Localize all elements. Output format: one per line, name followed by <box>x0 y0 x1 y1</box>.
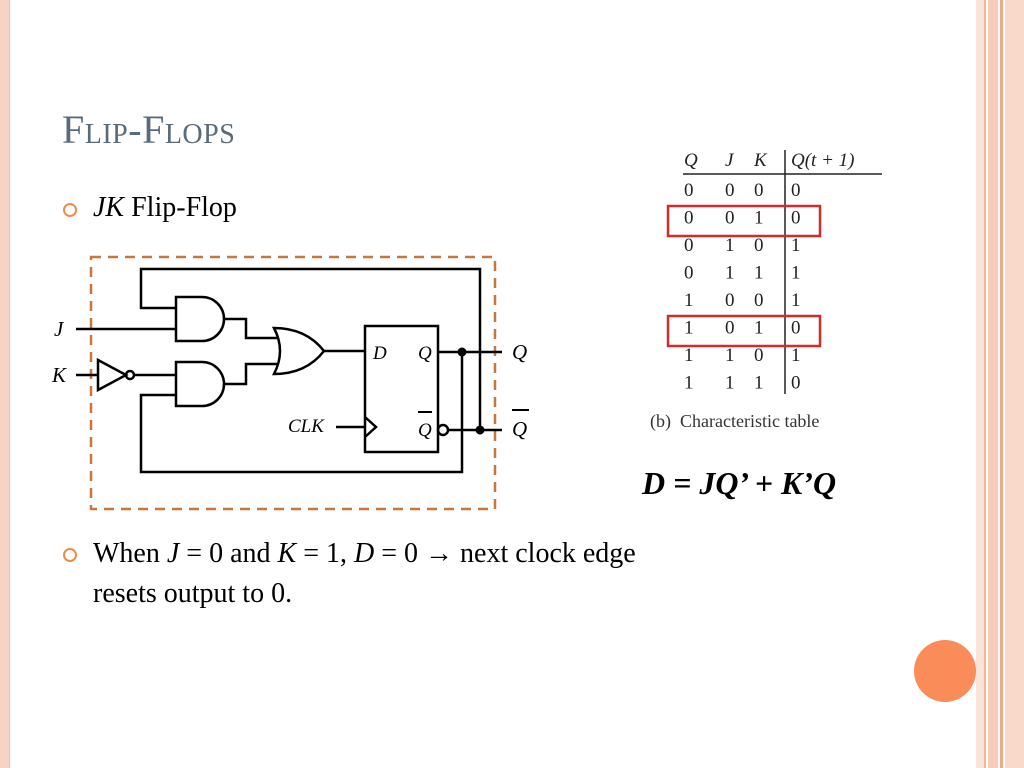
table-cell: 0 <box>791 373 801 394</box>
table-cell: 1 <box>754 263 764 284</box>
table-cell: 1 <box>684 318 694 339</box>
junction-qbar <box>475 425 485 435</box>
bullet2-var-j: J <box>166 538 180 569</box>
inverter-bubble <box>124 369 136 381</box>
bullet2-var-k: K <box>277 538 297 569</box>
left-border-decoration <box>0 0 10 768</box>
d-equation: D = JQ’ + K’Q <box>642 465 837 501</box>
bullet-jk-italic: JK <box>93 192 125 223</box>
decorative-circle <box>914 640 976 702</box>
bullet2-line1: When J = 0 and K = 1, D = 0 → next clock… <box>93 534 893 574</box>
table-cell: 1 <box>684 290 694 311</box>
dashed-boundary <box>89 255 497 511</box>
table-cell: 0 <box>725 180 735 201</box>
bullet-jk-flipflop: JK Flip-Flop <box>93 188 237 228</box>
table-cell: 0 <box>725 208 735 229</box>
header-q: Q <box>684 150 698 171</box>
table-cell: 1 <box>791 345 801 366</box>
label-qbar-inner: Q <box>418 420 432 441</box>
wire-feedback-bottom <box>139 352 464 474</box>
bullet2-text-next: = 0 → next clock edge <box>374 538 636 569</box>
table-cell: 0 <box>754 345 764 366</box>
bullet2-var-d: D <box>354 538 375 569</box>
d-flipflop-box <box>363 324 440 454</box>
table-cell: 1 <box>684 373 694 394</box>
table-cell: 0 <box>725 318 735 339</box>
and-gate-top <box>174 295 226 343</box>
right-border-decoration <box>976 0 1024 768</box>
or-gate <box>271 326 326 376</box>
label-clk: CLK <box>288 416 325 437</box>
header-qnext: Q(t + 1) <box>791 150 854 171</box>
table-cell: 1 <box>725 235 735 256</box>
table-cell: 1 <box>791 235 801 256</box>
table-cell: 1 <box>754 373 764 394</box>
highlight-row-2 <box>666 204 822 238</box>
table-cell: 1 <box>754 318 764 339</box>
highlight-row-6 <box>666 314 822 348</box>
table-cell: 0 <box>684 180 694 201</box>
bullet-marker <box>63 203 77 217</box>
inverter-triangle <box>96 357 129 393</box>
wire-feedback-top <box>139 267 482 430</box>
table-cell: 0 <box>725 290 735 311</box>
header-k: K <box>753 150 768 171</box>
jk-flipflop-circuit: J K D Q Q CLK Q Q <box>51 255 529 511</box>
wire-and1-out <box>224 317 278 340</box>
table-cell: 1 <box>684 345 694 366</box>
bullet2-text-comma: = 1, <box>296 538 354 569</box>
label-qbar-out: Q <box>512 417 527 441</box>
table-cell: 0 <box>684 235 694 256</box>
table-cell: 1 <box>791 263 801 284</box>
bullet-reset-explanation: When J = 0 and K = 1, D = 0 → next clock… <box>93 534 893 614</box>
bullet2-line2: resets output to 0. <box>93 578 293 609</box>
label-q-out: Q <box>512 340 527 364</box>
table-cell: 1 <box>725 263 735 284</box>
wire-and2-out <box>224 362 278 386</box>
bullet2-text-and: = 0 and <box>179 538 278 569</box>
table-cell: 0 <box>754 290 764 311</box>
table-cell: 0 <box>791 318 801 339</box>
slide-title: Flip-Flops <box>62 107 236 152</box>
table-cell: 1 <box>725 373 735 394</box>
table-cell: 0 <box>791 180 801 201</box>
table-cell: 1 <box>791 290 801 311</box>
table-cell: 0 <box>684 263 694 284</box>
clock-triangle <box>364 416 378 438</box>
junction-q <box>457 347 467 357</box>
table-cell: 0 <box>684 208 694 229</box>
table-cell: 0 <box>791 208 801 229</box>
label-d: D <box>372 343 387 364</box>
table-cell: 0 <box>754 180 764 201</box>
qbar-bubble <box>436 423 450 437</box>
label-k: K <box>51 363 67 387</box>
and-gate-bottom <box>174 360 226 408</box>
header-j: J <box>725 150 735 171</box>
table-cell: 1 <box>725 345 735 366</box>
bullet2-text-when: When <box>93 538 167 569</box>
table-cell: 0 <box>754 235 764 256</box>
table-cell: 1 <box>754 208 764 229</box>
label-q-inner: Q <box>418 343 432 364</box>
label-j: J <box>54 317 65 341</box>
table-caption: (b) Characteristic table <box>650 411 819 432</box>
bullet-marker <box>63 548 77 562</box>
bullet-jk-text: Flip-Flop <box>124 192 237 223</box>
